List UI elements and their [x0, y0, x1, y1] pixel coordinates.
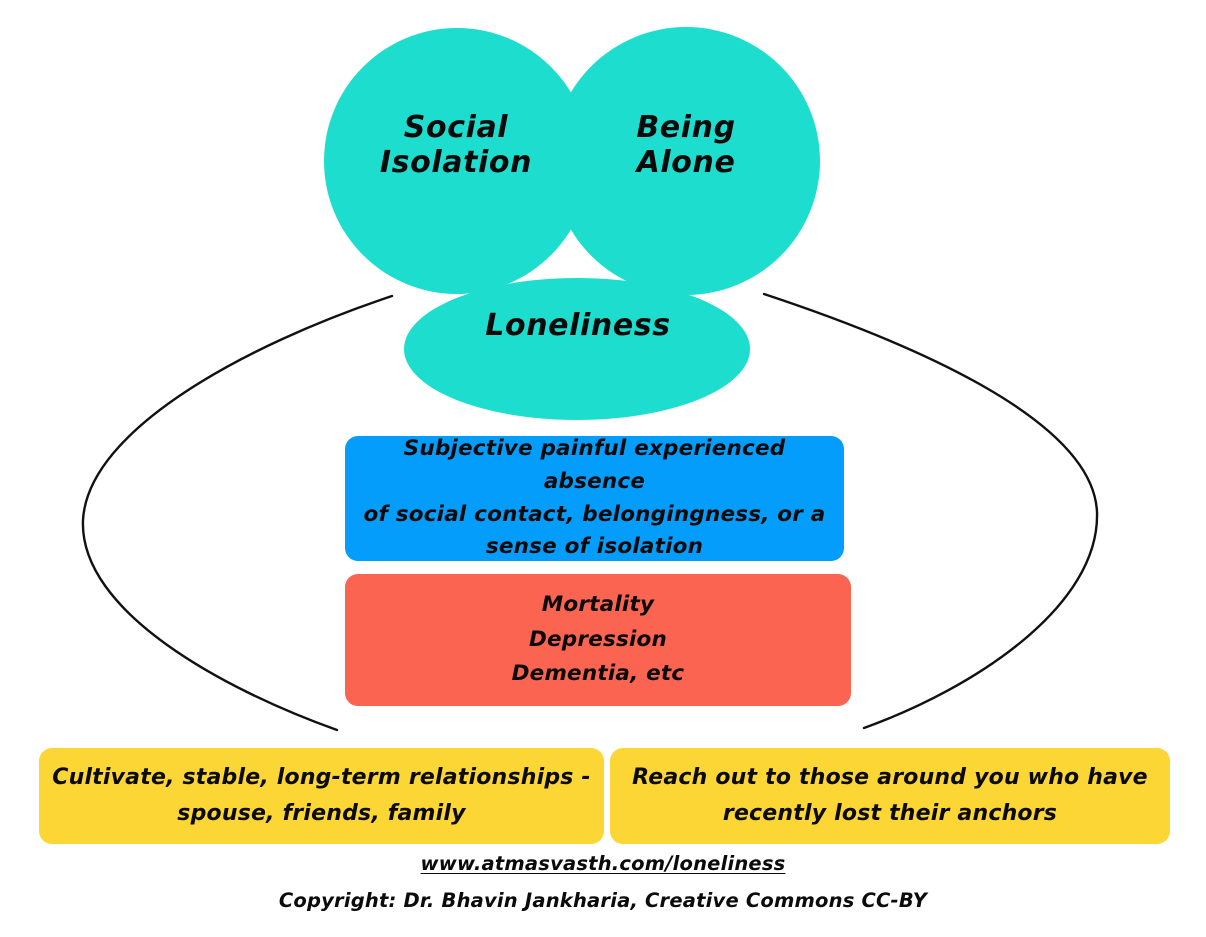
- footer-url[interactable]: www.atmasvasth.com/loneliness: [420, 852, 786, 875]
- advice-box-right: Reach out to those around you who have r…: [610, 748, 1170, 844]
- advice-box-left: Cultivate, stable, long-term relationshi…: [39, 748, 604, 844]
- blob-label-loneliness: Loneliness: [485, 308, 671, 343]
- footer-copyright: Copyright: Dr. Bhavin Jankharia, Creativ…: [278, 889, 928, 912]
- blob-label-social-isolation: Social Isolation: [379, 110, 533, 181]
- definition-box: Subjective painful experienced absence o…: [345, 436, 844, 561]
- blob-label-being-alone: Being Alone: [636, 110, 736, 181]
- blob-loneliness: [404, 278, 750, 420]
- consequences-box: Mortality Depression Dementia, etc: [345, 574, 851, 706]
